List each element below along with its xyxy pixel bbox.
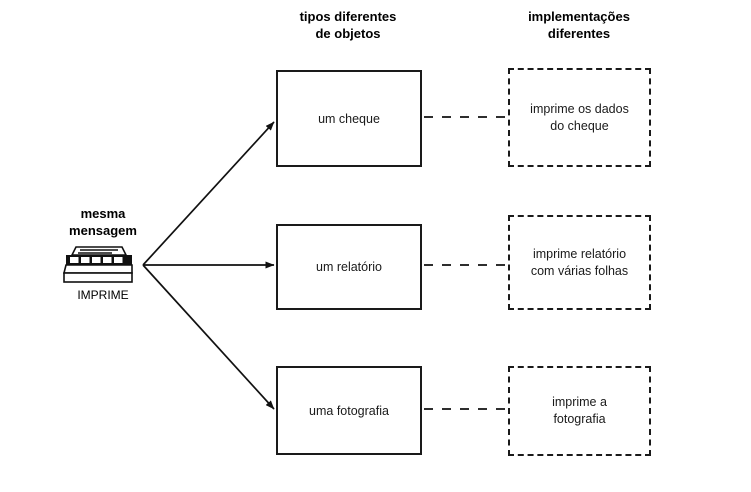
impl-box-cheque[interactable]: imprime os dados do cheque bbox=[508, 68, 651, 167]
type-box-relatorio[interactable]: um relatório bbox=[276, 224, 422, 310]
type-box-label: um cheque bbox=[318, 111, 380, 126]
column-header-types: tipos diferentes de objetos bbox=[299, 9, 397, 41]
source-label-mesma-mensagem: mesma mensagem bbox=[69, 206, 137, 238]
arrow-to-type-2 bbox=[142, 264, 275, 410]
impl-box-fotografia[interactable]: imprime a fotografia bbox=[508, 366, 651, 456]
impl-box-label: imprime relatório com várias folhas bbox=[530, 246, 629, 278]
type-box-label: uma fotografia bbox=[309, 403, 389, 418]
impl-box-label: imprime os dados do cheque bbox=[530, 101, 629, 133]
type-box-cheque[interactable]: um cheque bbox=[276, 70, 422, 167]
printer-icon bbox=[62, 246, 136, 284]
type-box-label: um relatório bbox=[316, 260, 382, 274]
source-message-label: IMPRIME bbox=[77, 288, 129, 302]
impl-box-relatorio[interactable]: imprime relatório com várias folhas bbox=[508, 215, 651, 310]
impl-box-label: imprime a fotografia bbox=[552, 395, 607, 426]
column-header-implementations: implementações diferentes bbox=[528, 9, 630, 41]
arrow-to-type-0 bbox=[142, 121, 275, 266]
type-box-fotografia[interactable]: uma fotografia bbox=[276, 366, 422, 455]
